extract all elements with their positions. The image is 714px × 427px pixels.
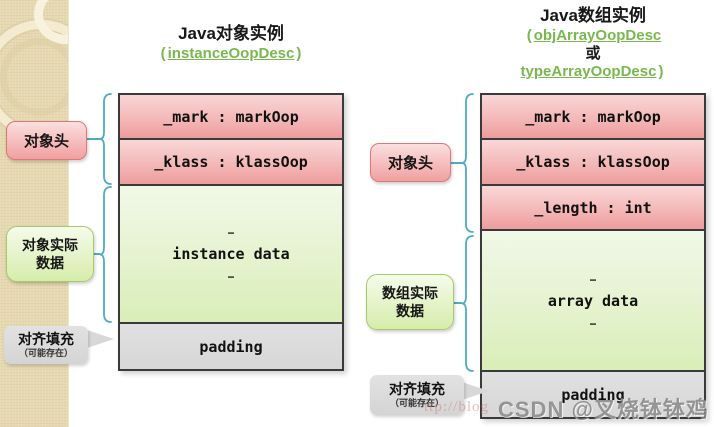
right-subtitle-line2: typeArrayOopDesc) xyxy=(480,62,706,81)
left-object-header-label: 对象头 xyxy=(6,121,87,160)
array-data-text-line2: 数据 xyxy=(396,303,424,319)
right-object-header-label: 对象头 xyxy=(370,143,451,182)
left-diagram-title: Java对象实例 (instanceOopDesc) xyxy=(118,24,344,63)
instance-data-label: instance data xyxy=(172,245,290,263)
object-header-text: 对象头 xyxy=(387,155,433,172)
left-row-mark: _mark : markOop xyxy=(120,95,342,140)
klass-field-label: _klass : klassOop xyxy=(154,153,308,171)
right-header-brace-icon xyxy=(461,93,474,233)
array-data-text-line1: 数组实际 xyxy=(382,285,438,301)
left-row-klass: _klass : klassOop xyxy=(120,140,342,186)
left-subtitle: (instanceOopDesc) xyxy=(118,44,344,63)
paren-open: ( xyxy=(526,27,532,44)
paren-open: ( xyxy=(160,45,166,62)
paren-close: ) xyxy=(658,63,664,80)
right-align-padding-callout: 对齐填充 （可能存在） xyxy=(370,375,464,415)
right-diagram-title: Java数组实例 (objArrayOopDesc 或 typeArrayOop… xyxy=(480,6,706,81)
right-row-length: _length : int xyxy=(482,186,704,231)
watermark-credit: CSDN @叉烧钵钵鸡 xyxy=(498,397,709,422)
right-title-text: Java数组实例 xyxy=(540,6,646,25)
array-data-label: array data xyxy=(547,291,639,310)
watermark-url-fragment: ttp://blog xyxy=(424,399,490,415)
left-header-brace-icon xyxy=(99,93,112,185)
klass-field-label: _klass : klassOop xyxy=(516,153,670,171)
padding-label: padding xyxy=(199,337,263,356)
objarrayoopdesc-link[interactable]: objArrayOopDesc xyxy=(533,27,662,44)
left-header-connector xyxy=(83,138,100,140)
length-field-label: _length : int xyxy=(534,198,652,217)
right-data-connector xyxy=(450,302,462,304)
right-callout-arrow-icon xyxy=(462,382,489,400)
ellipsis-bottom: … xyxy=(589,316,597,328)
object-data-text-line2: 数据 xyxy=(36,255,64,271)
ellipsis-bottom: … xyxy=(227,270,235,281)
right-memory-box: _mark : markOop _klass : klassOop _lengt… xyxy=(480,93,706,419)
right-row-klass: _klass : klassOop xyxy=(482,140,704,186)
paren-close: ) xyxy=(296,45,302,62)
left-object-data-label: 对象实际 数据 xyxy=(6,226,94,282)
may-exist-text: （可能存在） xyxy=(18,348,73,358)
right-header-connector xyxy=(450,162,462,164)
align-padding-text: 对齐填充 xyxy=(18,331,74,347)
right-row-array-data: … array data … xyxy=(482,231,704,372)
may-exist-text: （可能存在） xyxy=(389,398,444,408)
left-callout-arrow-icon xyxy=(87,330,114,348)
right-array-data-label: 数组实际 数据 xyxy=(366,274,454,330)
padding-label: padding xyxy=(561,385,625,404)
or-text: 或 xyxy=(585,45,601,62)
object-data-text-line1: 对象实际 xyxy=(22,237,78,253)
object-header-text: 对象头 xyxy=(23,133,69,150)
right-subtitle-line1: (objArrayOopDesc xyxy=(480,26,706,45)
left-row-padding: padding xyxy=(120,324,342,369)
right-data-brace-icon xyxy=(461,235,474,372)
typearrayoopdesc-link[interactable]: typeArrayOopDesc xyxy=(520,63,657,80)
right-row-padding: padding xyxy=(482,372,704,417)
left-memory-box: _mark : markOop _klass : klassOop … inst… xyxy=(118,93,344,371)
left-align-padding-callout: 对齐填充 （可能存在） xyxy=(4,326,88,364)
ellipsis-top: … xyxy=(227,226,235,237)
left-data-brace-icon xyxy=(99,186,112,323)
left-data-connector xyxy=(89,253,100,255)
right-row-mark: _mark : markOop xyxy=(482,95,704,140)
decorative-ring-icon xyxy=(34,0,68,44)
mark-field-label: _mark : markOop xyxy=(163,107,299,126)
align-padding-text: 对齐填充 xyxy=(389,381,445,397)
ellipsis-top: … xyxy=(589,272,597,284)
left-row-instance-data: … instance data … xyxy=(120,186,342,324)
decorative-ring-icon xyxy=(0,38,68,116)
left-title-text: Java对象实例 xyxy=(178,24,284,43)
instanceoopdesc-link[interactable]: instanceOopDesc xyxy=(167,45,295,62)
mark-field-label: _mark : markOop xyxy=(525,107,661,126)
